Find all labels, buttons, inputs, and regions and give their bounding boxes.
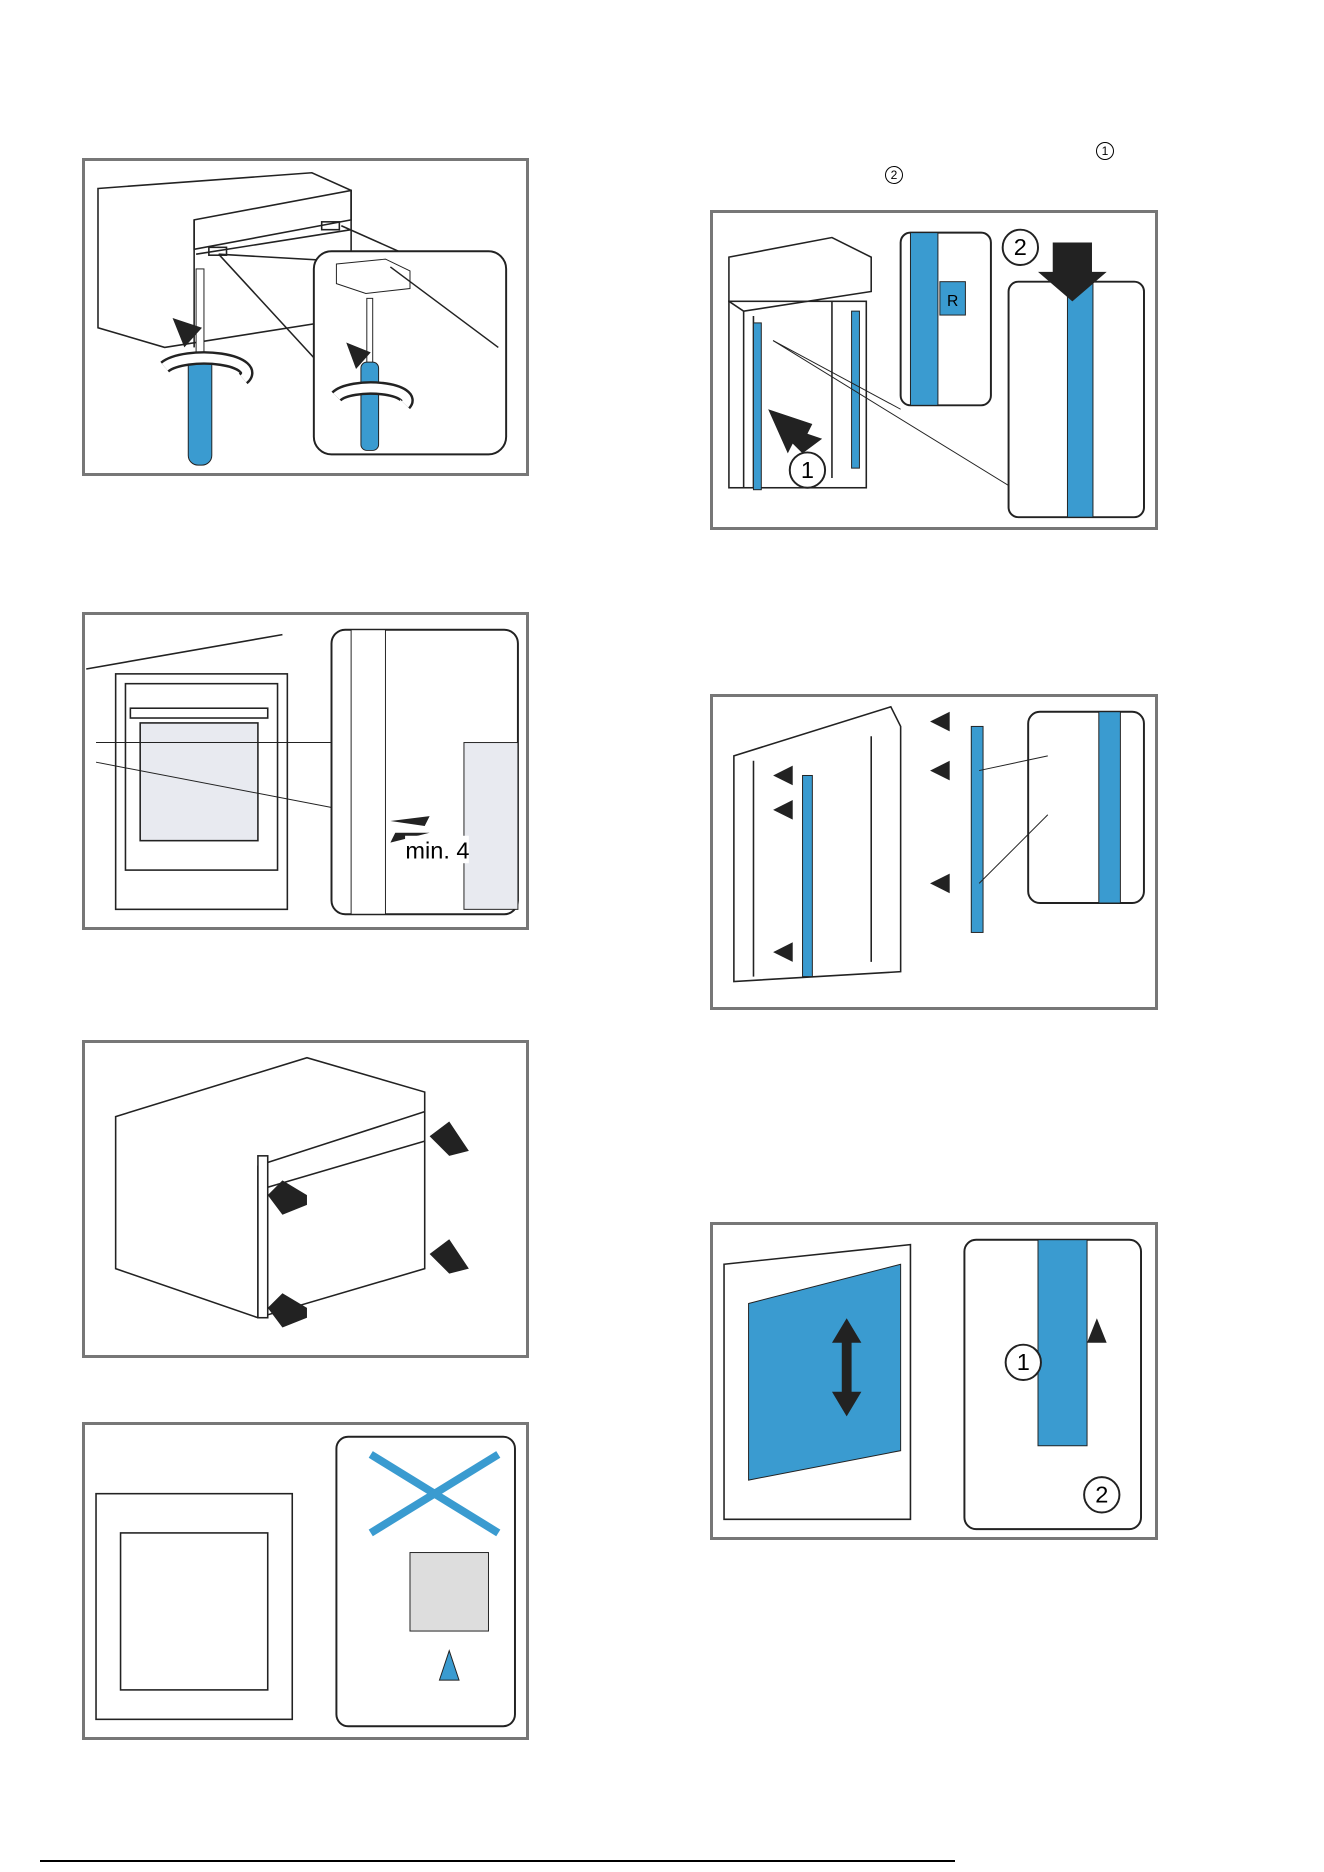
screwdriver-left-icon [165,269,247,465]
figure-door-adjust: 1 2 [710,1222,1158,1540]
callout-circle-1: 1 [1006,1345,1041,1380]
figure-min-gap: min. 4 [82,612,529,930]
dimension-label: min. 4 [405,837,469,863]
hook-letter: R [947,293,958,310]
figure-screws [82,1422,529,1740]
svg-text:1: 1 [1017,1349,1030,1375]
svg-text:2: 2 [1095,1482,1108,1508]
figure-rails-fitted [710,694,1158,1010]
callout-1-marker: 1 [1096,142,1114,160]
figure-oven-arrows [82,1040,529,1358]
callout-2-marker: 2 [885,166,903,184]
figure-rail-insert: 1 R 2 [710,210,1158,530]
callout-circle-2: 2 [1084,1477,1119,1512]
svg-text:1: 1 [801,457,814,483]
svg-text:2: 2 [1014,234,1027,260]
callout-circle-1: 1 [790,452,825,487]
footer-rule [40,1860,955,1862]
figure-screw-rail [82,158,529,476]
callout-circle-2: 2 [1003,230,1038,265]
